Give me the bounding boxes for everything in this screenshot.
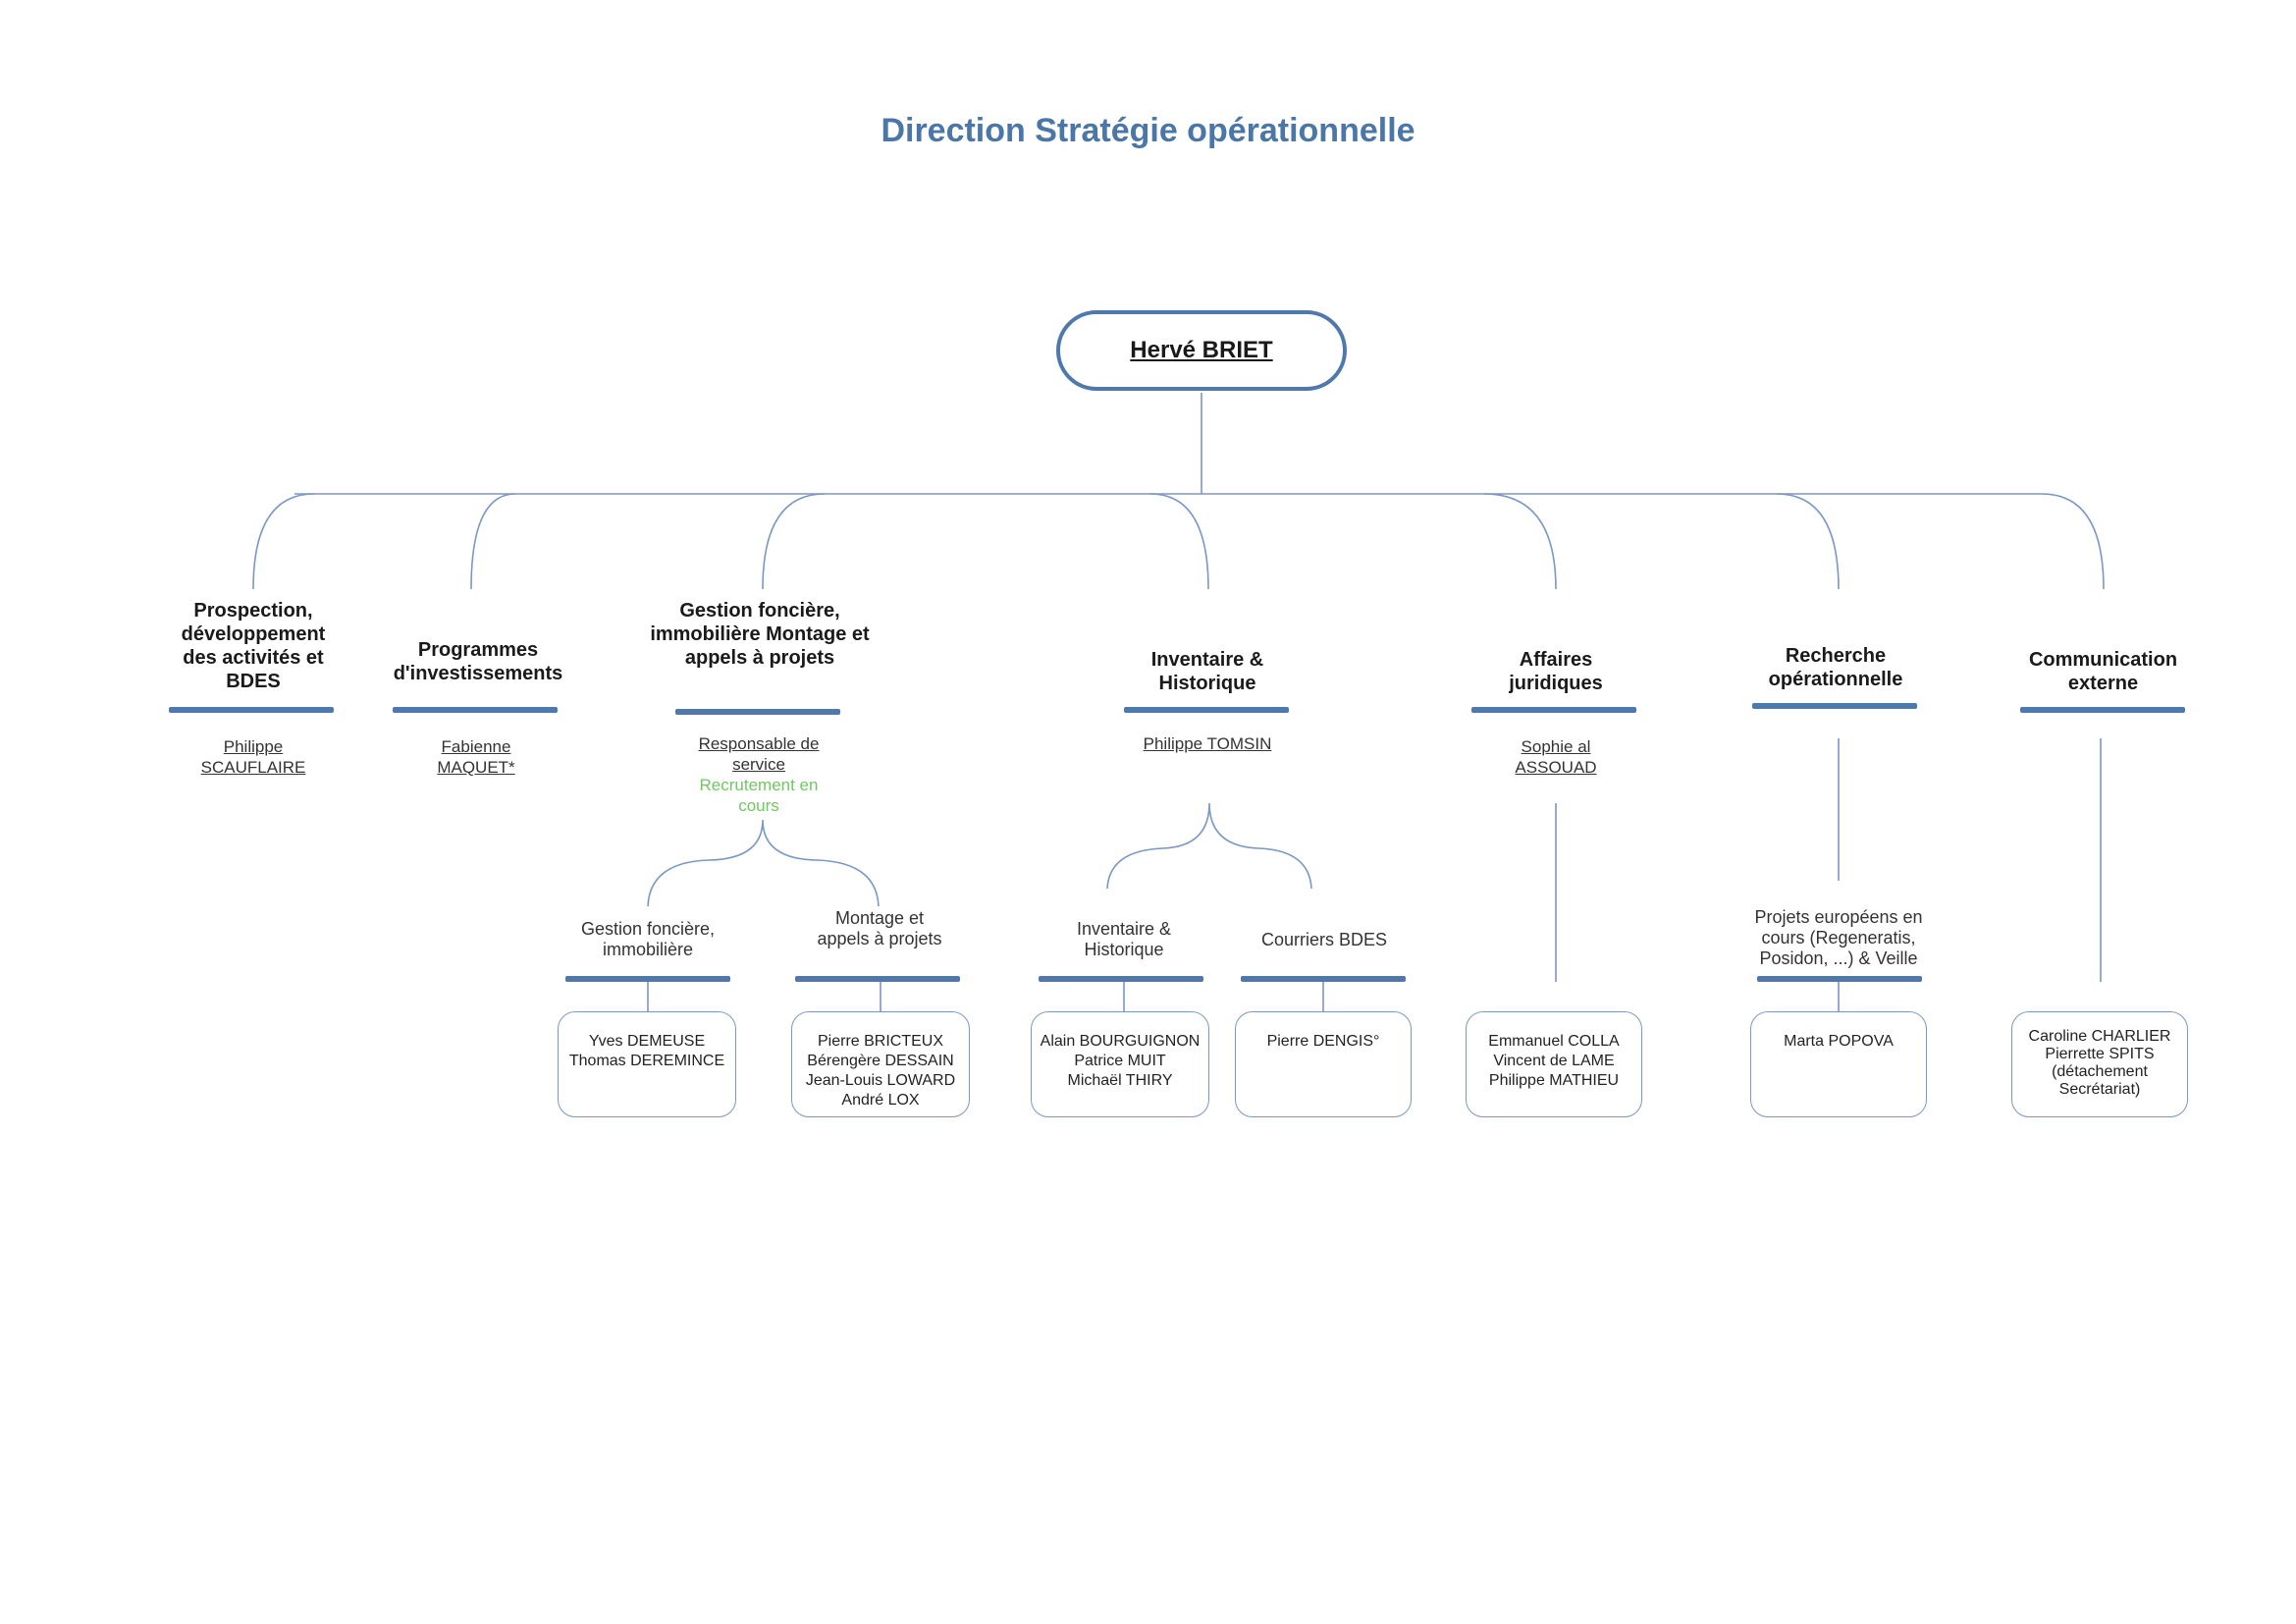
dept-prospection-title: Prospection, développement des activités…: [181, 600, 326, 692]
subunit-inventaire-historique-title: Inventaire & Historique: [1076, 919, 1172, 959]
dept-programmes-head: Fabienne MAQUET*: [437, 737, 515, 777]
subunit-montage-members: Pierre BRICTEUX Bérengère DESSAIN Jean-L…: [791, 1011, 970, 1117]
branch-prospection: [252, 493, 315, 590]
split-inventaire: [1106, 802, 1312, 890]
root-director-node: Hervé BRIET: [1056, 310, 1347, 391]
dept-gestion-title: Gestion foncière, immobilière Montage et…: [650, 600, 870, 669]
subunit-projets-europeens-members: Marta POPOVA: [1750, 1011, 1927, 1117]
branch-communication: [2041, 493, 2105, 590]
subunit-montage-title: Montage et appels à projets: [817, 908, 942, 948]
dept-gestion-bar: [675, 709, 840, 715]
dept-prospection-bar: [169, 707, 334, 713]
dept-programmes-bar: [393, 707, 558, 713]
subunit-montage-bar: [795, 976, 960, 982]
dept-affaires-title: Affaires juridiques: [1509, 649, 1603, 694]
dept-affaires-head: Sophie al ASSOUAD: [1515, 737, 1597, 777]
branch-inventaire: [1149, 493, 1209, 590]
subunit-gestion-fonciere-title: Gestion foncière, immobilière: [580, 919, 716, 959]
page-title: Direction Stratégie opérationnelle: [881, 112, 1415, 149]
dept-gestion-head: Responsable de service: [698, 734, 820, 774]
subunit-inventaire-historique-members: Alain BOURGUIGNON Patrice MUIT Michaël T…: [1031, 1011, 1209, 1117]
subunit-projets-europeens-title: Projets européens en cours (Regeneratis,…: [1754, 907, 1923, 968]
dept-inventaire-title: Inventaire & Historique: [1150, 649, 1264, 694]
split-gestion: [647, 819, 880, 907]
branch-recherche: [1776, 493, 1840, 590]
subunit-courriers-members: Pierre DENGIS°: [1235, 1011, 1412, 1117]
branch-gestion: [762, 493, 826, 590]
subunit-gestion-fonciere-members: Yves DEMEUSE Thomas DEREMINCE: [558, 1011, 736, 1117]
subunit-gestion-fonciere-bar: [565, 976, 730, 982]
dept-programmes-title: Programmes d'investissements: [393, 639, 563, 684]
dept-recherche-bar: [1752, 703, 1917, 709]
dept-inventaire-bar: [1124, 707, 1289, 713]
affaires-staff-members: Emmanuel COLLA Vincent de LAME Philippe …: [1466, 1011, 1642, 1117]
dept-prospection-head: Philippe SCAUFLAIRE: [200, 737, 306, 777]
subunit-courriers-bar: [1241, 976, 1406, 982]
dept-communication-bar: [2020, 707, 2185, 713]
dept-inventaire-head: Philippe TOMSIN: [1143, 734, 1272, 753]
branch-programmes: [470, 493, 516, 590]
dept-affaires-bar: [1471, 707, 1636, 713]
dept-recherche-title: Recherche opérationnelle: [1768, 645, 1903, 690]
subunit-courriers-title: Courriers BDES: [1260, 930, 1388, 949]
subunit-projets-europeens-bar: [1757, 976, 1922, 982]
subunit-inventaire-historique-bar: [1039, 976, 1203, 982]
dept-communication-title: Communication externe: [2028, 649, 2178, 694]
branch-affaires: [1483, 493, 1557, 590]
communication-staff-members: Caroline CHARLIER Pierrette SPITS (détac…: [2011, 1011, 2188, 1117]
dept-gestion-head-note: Recrutement en cours: [699, 776, 819, 815]
